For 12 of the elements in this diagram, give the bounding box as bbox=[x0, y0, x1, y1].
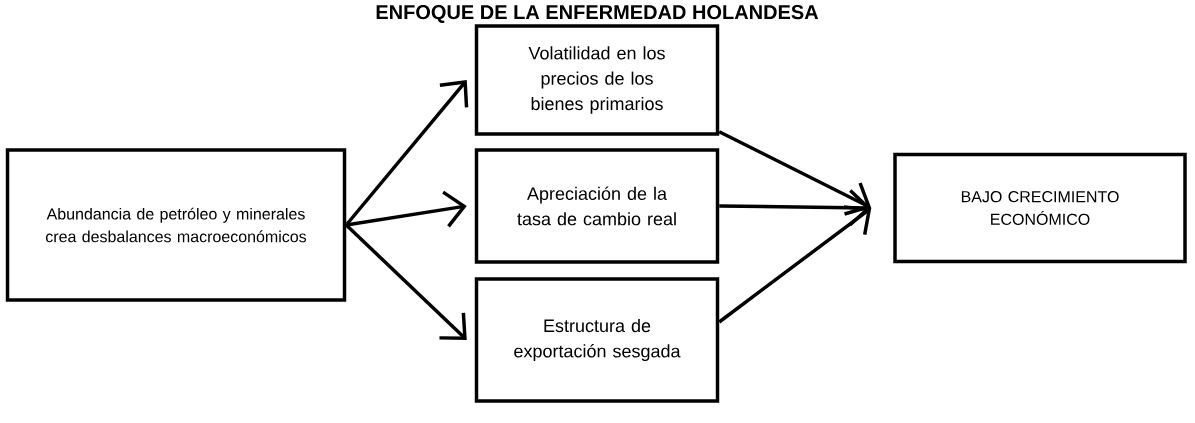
process-box: BAJO CRECIMIENTO ECONÓMICO bbox=[893, 152, 1187, 264]
arrow bbox=[344, 80, 469, 227]
arrow bbox=[718, 130, 872, 216]
arrow bbox=[345, 223, 467, 340]
process-box: Abundancia de petróleo y minerales crea desbalances macroeconómicos bbox=[5, 148, 347, 302]
process-box: Volatilidad en los precios de los bienes primarios bbox=[474, 24, 720, 136]
process-box: Apreciación de la tasa de cambio real bbox=[474, 148, 720, 264]
arrow bbox=[718, 205, 872, 324]
arrow bbox=[345, 190, 467, 228]
arrow bbox=[719, 189, 872, 227]
title: ENFOQUE DE LA ENFERMEDAD HOLANDESA bbox=[376, 5, 819, 23]
process-box: Estructura de exportación sesgada bbox=[474, 277, 720, 403]
